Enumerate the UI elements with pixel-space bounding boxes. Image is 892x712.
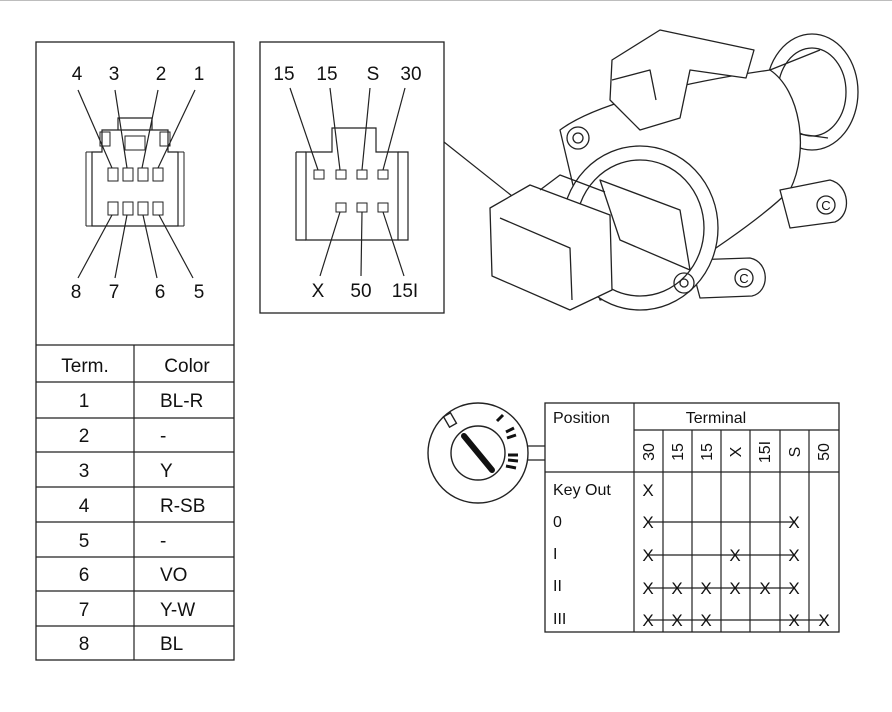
color-table-term: 7 — [79, 600, 90, 621]
connection-mark: X — [700, 579, 711, 598]
callout-line — [443, 141, 513, 197]
terminal-label: 50 — [816, 443, 833, 461]
color-table: Term. Color 1 BL-R 2 - 3 Y 4 R-SB 5 - 6 … — [36, 344, 234, 660]
color-table-term: 8 — [79, 634, 90, 655]
connection-mark: X — [788, 513, 799, 532]
connection-mark: X — [788, 579, 799, 598]
color-table-color: - — [160, 531, 166, 552]
position-label: Key Out — [553, 482, 611, 499]
housing-mark: C — [739, 271, 748, 286]
switch-position-table: Position Terminal 30 15 15 X 15I S 50 Ke… — [544, 402, 840, 633]
key-switch-symbol — [427, 402, 545, 504]
color-table-term: 6 — [79, 565, 90, 586]
terminal-label: S — [787, 447, 804, 458]
left-pin-label: 4 — [72, 64, 83, 85]
right-pin-label: X — [312, 281, 325, 302]
position-label: III — [553, 611, 566, 628]
color-table-color: R-SB — [160, 496, 205, 517]
connection-mark: X — [818, 611, 829, 630]
right-connector-panel: 15 15 S 30 X 50 15I — [259, 41, 445, 314]
color-table-color: BL — [160, 634, 183, 655]
color-table-color: - — [160, 426, 166, 447]
left-pin-label: 1 — [194, 64, 205, 85]
right-pin-label: 15I — [392, 281, 418, 302]
color-table-color: Y-W — [160, 600, 195, 621]
connection-mark: X — [788, 546, 799, 565]
left-pin-label: 8 — [71, 282, 82, 303]
connection-mark: X — [642, 546, 653, 565]
connection-mark: X — [759, 579, 770, 598]
right-pin-label: 15 — [316, 64, 337, 85]
connection-mark: X — [642, 579, 653, 598]
terminal-label: 30 — [641, 443, 658, 461]
terminal-label: 15 — [670, 443, 687, 461]
color-table-header: Color — [164, 356, 210, 377]
left-connector-panel: 4 3 2 1 — [35, 41, 235, 661]
color-table-color: VO — [160, 565, 187, 586]
color-table-term: 1 — [79, 391, 90, 412]
right-pin-label: 15 — [273, 64, 294, 85]
color-table-term: 2 — [79, 426, 90, 447]
left-pin-label: 5 — [194, 282, 205, 303]
terminal-label: 15I — [757, 441, 774, 463]
connection-mark: X — [729, 546, 740, 565]
left-pin-label: 2 — [156, 64, 167, 85]
ignition-switch-illustration — [489, 29, 859, 311]
right-pin-label: S — [367, 64, 380, 85]
color-table-term: 5 — [79, 531, 90, 552]
color-table-term: 3 — [79, 461, 90, 482]
color-table-term: 4 — [79, 496, 90, 517]
terminal-header: Terminal — [686, 410, 746, 427]
housing-mark: C — [821, 198, 830, 213]
connection-mark: X — [729, 579, 740, 598]
position-header: Position — [553, 410, 610, 427]
position-label: II — [553, 578, 562, 595]
connection-mark: X — [642, 481, 653, 500]
terminal-label: 15 — [699, 443, 716, 461]
connection-mark: X — [700, 611, 711, 630]
left-pin-label: 7 — [109, 282, 120, 303]
color-table-header: Term. — [61, 356, 109, 377]
left-pin-label: 6 — [155, 282, 166, 303]
left-pin-label: 3 — [109, 64, 120, 85]
right-pin-label: 50 — [350, 281, 371, 302]
color-table-color: Y — [160, 461, 173, 482]
terminal-label: X — [728, 446, 745, 457]
connection-mark: X — [788, 611, 799, 630]
right-pin-label: 30 — [400, 64, 421, 85]
top-rule — [0, 0, 892, 1]
position-label: I — [553, 546, 557, 563]
position-label: 0 — [553, 514, 562, 531]
color-table-color: BL-R — [160, 391, 203, 412]
right-connector-body — [295, 127, 409, 241]
connection-mark: X — [642, 611, 653, 630]
right-panel-frame — [259, 41, 445, 314]
connection-mark: X — [671, 579, 682, 598]
left-panel-frame — [35, 41, 235, 661]
connection-mark: X — [671, 611, 682, 630]
connection-mark: X — [642, 513, 653, 532]
